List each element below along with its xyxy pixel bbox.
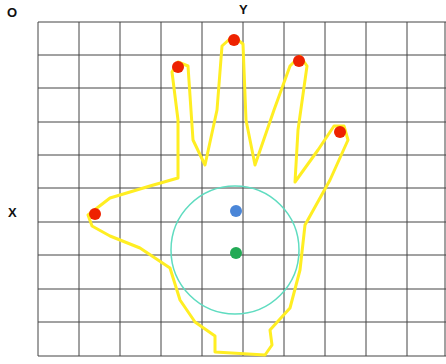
hand-outline [88, 36, 348, 355]
palm-point [230, 247, 242, 259]
axis-label: O [7, 6, 17, 19]
fingertip-points [89, 34, 346, 220]
center-point [230, 205, 242, 217]
palm-circle [171, 186, 299, 314]
axis-label: X [8, 206, 17, 219]
axis-label: Y [239, 3, 248, 16]
grid [38, 22, 446, 356]
